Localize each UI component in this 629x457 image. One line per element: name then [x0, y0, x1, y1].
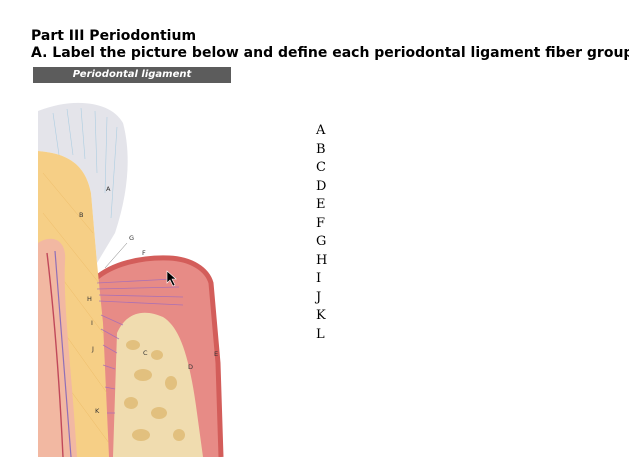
answer-letter: K	[316, 307, 327, 326]
answer-letter: J	[316, 289, 327, 308]
figure-label: E	[214, 350, 218, 358]
answer-letter: C	[316, 159, 327, 178]
answer-letter: E	[316, 196, 327, 215]
answer-letter: A	[316, 122, 327, 141]
figure-title: Periodontal ligament	[33, 67, 231, 83]
answer-letter: F	[316, 215, 327, 234]
answer-letter: B	[316, 141, 327, 160]
figure-label: G	[129, 234, 134, 242]
figure-label: K	[95, 407, 100, 415]
answer-letter: D	[316, 178, 327, 197]
figure-label: H	[87, 295, 92, 303]
periodontal-diagram: A B G F H I J C D E K	[33, 83, 231, 457]
figure-label: I	[91, 319, 93, 327]
instruction-heading: A. Label the picture below and define ea…	[31, 45, 629, 62]
figure-label: F	[142, 249, 146, 257]
answer-letter: I	[316, 270, 327, 289]
figure-label: B	[79, 211, 83, 219]
figure-label: J	[91, 345, 94, 353]
answer-letter: H	[316, 252, 327, 271]
part-heading: Part III Periodontium	[31, 28, 196, 45]
answer-letter-list: A B C D E F G H I J K L	[316, 122, 327, 344]
figure-label: C	[143, 349, 148, 357]
periodontal-figure: Periodontal ligament	[33, 67, 231, 457]
figure-label: D	[188, 363, 193, 371]
answer-letter: L	[316, 326, 327, 345]
answer-letter: G	[316, 233, 327, 252]
figure-label: A	[106, 185, 111, 193]
